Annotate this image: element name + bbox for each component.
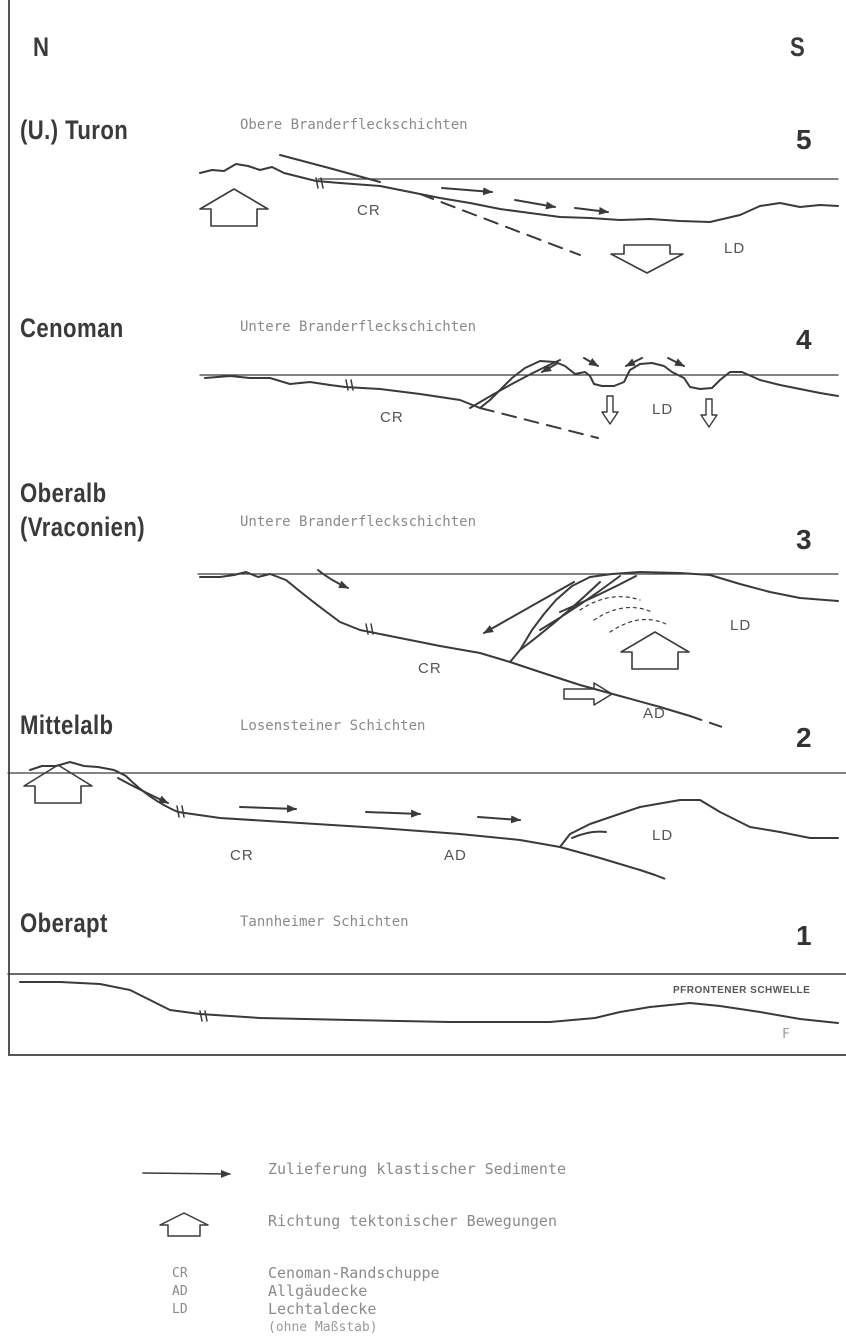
stage-3-name: Oberalb — [20, 478, 107, 509]
stage-2-name: Mittelalb — [20, 710, 113, 741]
tectonic-down-4b — [701, 399, 717, 427]
tectonic-up-3 — [621, 632, 689, 669]
stage-3-formation: Untere Branderfleckschichten — [240, 514, 476, 530]
overthrust-4 — [470, 360, 560, 408]
s2-ld-label: LD — [652, 827, 673, 844]
s4-cr-label: CR — [380, 409, 404, 426]
legend-code-ad: AD — [172, 1284, 188, 1299]
profile-3 — [200, 572, 690, 716]
s5-cr-label: CR — [357, 202, 381, 219]
stage-1-formation: Tannheimer Schichten — [240, 914, 409, 930]
legend-tectonic-icon — [160, 1213, 208, 1236]
stage-4-name: Cenoman — [20, 313, 124, 344]
fault-3-dashed — [690, 716, 722, 727]
section-1-drawing — [8, 974, 846, 1023]
scale-note: (ohne Maßstab) — [268, 1320, 378, 1335]
section-3-drawing — [198, 570, 838, 727]
tectonic-up-2 — [24, 765, 92, 803]
s2-ad-label: AD — [444, 847, 467, 864]
s3-ad-label: AD — [643, 705, 666, 722]
legend-arrow-icon — [143, 1173, 230, 1174]
fault-4-dashed — [480, 408, 598, 438]
corner-mark: F — [782, 1027, 790, 1042]
stage-3-number: 3 — [796, 524, 812, 556]
fault-2-dashed — [655, 875, 668, 880]
profile-4 — [205, 361, 838, 408]
sediment-arrow-5b — [515, 200, 555, 207]
section-4-drawing — [200, 358, 838, 438]
fault-5-dashed — [420, 194, 580, 255]
lens-2 — [572, 832, 606, 838]
imbricate-3 — [520, 576, 636, 650]
legend-tectonic-label: Richtung tektonischer Bewegungen — [268, 1212, 557, 1230]
section-2-drawing — [8, 762, 846, 880]
s5-ld-label: LD — [724, 240, 745, 257]
tectonic-down-5 — [611, 245, 683, 273]
s2-cr-label: CR — [230, 847, 254, 864]
legend-code-cr: CR — [172, 1266, 188, 1281]
s4-ld-label: LD — [652, 401, 673, 418]
legend-code-ld: LD — [172, 1302, 188, 1317]
stage-1-number: 1 — [796, 920, 812, 952]
sediment-arrow-2b — [366, 812, 420, 814]
sediment-arrow-5a — [442, 188, 492, 192]
sediment-arrow-2c — [478, 817, 520, 820]
legend-arrow-label: Zulieferung klastischer Sedimente — [268, 1160, 566, 1178]
overthrust-2 — [118, 778, 168, 803]
profile-5 — [200, 164, 838, 222]
sediment-arrow-2a — [240, 807, 296, 809]
legend-name-ld: Lechtaldecke — [268, 1300, 376, 1318]
stage-2-number: 2 — [796, 722, 812, 754]
sediment-arrow-5c — [575, 208, 608, 212]
s3-cr-label: CR — [418, 660, 442, 677]
tectonic-down-4a — [602, 396, 618, 424]
sediment-arrow-3a — [484, 582, 574, 633]
overthrust-5 — [280, 155, 380, 182]
south-label: S — [790, 32, 805, 63]
north-label: N — [33, 32, 49, 63]
pfrontener-schwelle-label: PFRONTENER SCHWELLE — [673, 985, 810, 996]
fault-tick-1 — [200, 1011, 207, 1021]
sediment-arrow-4d — [668, 358, 684, 366]
stage-2-formation: Losensteiner Schichten — [240, 718, 425, 734]
stage-5-name: (U.) Turon — [20, 115, 128, 146]
s3-ld-label: LD — [730, 617, 751, 634]
legend-name-cr: Cenoman-Randschuppe — [268, 1264, 440, 1282]
profile-2 — [30, 762, 655, 875]
stage-1-name: Oberapt — [20, 908, 108, 939]
stage-4-formation: Untere Branderfleckschichten — [240, 319, 476, 335]
tectonic-up-5 — [200, 189, 268, 226]
sediment-arrow-4b — [584, 358, 598, 366]
profile-2-east — [560, 800, 838, 847]
fold-dots-3 — [580, 597, 666, 632]
stage-5-number: 5 — [796, 124, 812, 156]
legend-name-ad: Allgäudecke — [268, 1282, 367, 1300]
stage-5-formation: Obere Branderfleckschichten — [240, 117, 468, 133]
overthrust-3 — [318, 570, 348, 588]
fault-tick-4 — [346, 380, 353, 390]
stage-3-name-sub: (Vraconien) — [20, 512, 145, 543]
stage-4-number: 4 — [796, 324, 812, 356]
